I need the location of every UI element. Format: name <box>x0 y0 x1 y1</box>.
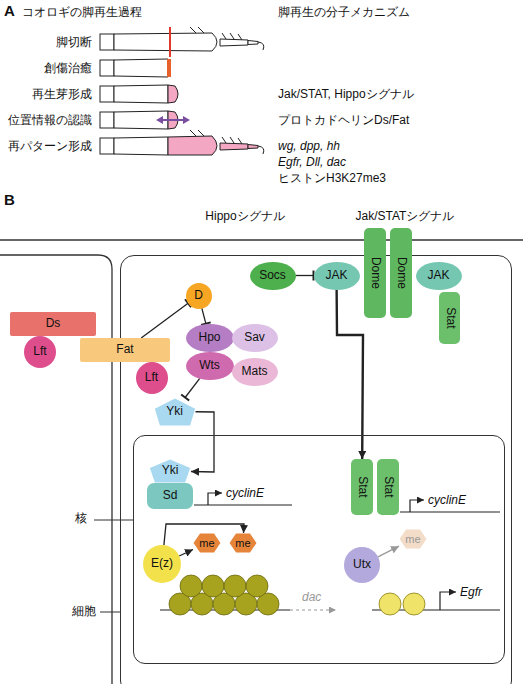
shape-fill <box>230 533 257 552</box>
annotation-text: 脚切断 <box>56 35 92 49</box>
activation-arrow <box>337 290 363 460</box>
protein-bar: Stat <box>439 292 461 344</box>
annotation-text: 再生芽形成 <box>32 87 92 101</box>
leader-lines <box>94 520 133 612</box>
protein-pentagon: Yki <box>154 398 196 426</box>
protein-ellipse: JAK <box>314 262 360 290</box>
annotation-text: cyclinE <box>226 486 264 500</box>
protein-name: Stat <box>443 307 457 328</box>
protein-bar: Stat <box>351 459 373 515</box>
annotation-text: Hippoシグナル <box>205 209 284 223</box>
nucleus-outline: 核YkiSdStatStatE(z)memeUtxme <box>133 435 505 664</box>
shape-fill <box>194 533 221 552</box>
protein-pentagon: Yki <box>149 459 191 483</box>
annotation-text: Egfr <box>460 585 482 599</box>
protein-name: Sav <box>244 331 265 345</box>
protein-name: me <box>405 533 420 546</box>
protein-name: Wts <box>199 359 220 373</box>
cell-outline: 細胞LftDHpoSavWtsMatsYkiSocsJAKDomeDomeJAK… <box>120 255 512 684</box>
panel-letter: A <box>4 2 15 20</box>
protein-ellipse: JAK <box>416 262 462 290</box>
protein-box: Sd <box>147 483 193 509</box>
shape-fill <box>400 529 427 548</box>
shape-fill <box>154 398 194 425</box>
protein-ellipse: Wts <box>186 352 234 380</box>
protein-ellipse: Hpo <box>186 324 234 352</box>
protein-name: JAK <box>427 269 449 283</box>
panel-letter: B <box>4 191 15 209</box>
protein-name: Stat <box>381 476 395 497</box>
protein-ellipse: Mats <box>232 358 278 386</box>
nucleosomes <box>169 575 279 615</box>
protein-name: Mats <box>241 365 267 379</box>
protein-name: Utx <box>353 558 371 572</box>
annotation-text: コオロギの脚再生過程 <box>22 5 142 19</box>
receptor-bar: Dome <box>364 228 386 318</box>
methyl-hexagon: me <box>229 533 257 553</box>
gene-drawings <box>160 493 500 610</box>
annotation-text: Jak/STATシグナル <box>356 209 455 223</box>
protein-bar: Stat <box>377 459 399 515</box>
protein-circle: D <box>186 283 212 309</box>
protein-box: Fat <box>80 338 170 362</box>
annotation-text: 脚再生の分子メカニズム <box>278 5 410 19</box>
protein-circle: Lft <box>136 362 168 394</box>
annotation-text: cyclinE <box>428 493 466 507</box>
protein-name: me <box>199 537 214 550</box>
inhibition-line <box>141 303 188 338</box>
protein-name: Yki <box>166 405 183 419</box>
protein-circle: Utx <box>344 547 380 583</box>
protein-name: Dome <box>368 256 382 288</box>
protein-ellipse: Socs <box>250 262 296 290</box>
protein-name: D <box>194 289 203 303</box>
protein-name: Lft <box>33 345 46 359</box>
methyl-hexagon: me <box>399 529 427 549</box>
region-label: 細胞 <box>72 605 96 619</box>
annotation-text: dac <box>302 590 321 604</box>
region-label: 核 <box>75 512 87 526</box>
methyl-hexagon: me <box>193 533 221 553</box>
protein-name: Yki <box>162 464 179 478</box>
activation-arrow <box>191 412 214 472</box>
protein-circle: E(z) <box>143 545 181 583</box>
activation-arrow <box>378 546 399 557</box>
protein-name: me <box>235 537 250 550</box>
inhibition-line <box>202 308 206 324</box>
nucleosomes <box>379 593 425 615</box>
protein-ellipse: Sav <box>232 324 278 352</box>
inhibition-line <box>296 275 314 276</box>
protein-name: Ds <box>46 317 61 331</box>
shape-fill <box>150 459 190 482</box>
cell-membranes <box>0 240 523 684</box>
protein-name: Fat <box>116 343 133 357</box>
annotation-text: プロトカドヘリンDs/Fat <box>278 113 409 127</box>
inhibition-line <box>185 378 200 397</box>
annotation-text: ヒストンH3K27me3 <box>278 171 386 185</box>
protein-name: Dome <box>394 256 408 288</box>
receptor-bar: Dome <box>390 228 412 318</box>
annotation-text: Jak/STAT, Hippoシグナル <box>278 87 414 101</box>
protein-circle: Lft <box>24 336 56 368</box>
leg-drawing <box>100 27 264 155</box>
protein-name: Sd <box>163 489 178 503</box>
protein-name: JAK <box>325 269 347 283</box>
protein-name: Lft <box>145 371 158 385</box>
annotation-text: Egfr, Dll, dac <box>278 155 346 169</box>
annotation-text: 創傷治癒 <box>44 61 92 75</box>
protein-box: Ds <box>10 312 96 336</box>
activation-arrow <box>179 550 193 556</box>
protein-name: Stat <box>355 476 369 497</box>
protein-name: Socs <box>259 269 286 283</box>
protein-name: E(z) <box>151 557 173 571</box>
protein-name: Hpo <box>198 331 220 345</box>
annotation-text: wg, dpp, hh <box>278 139 340 153</box>
annotation-text: 位置情報の認識 <box>8 113 92 127</box>
annotation-text: 再パターン形成 <box>8 139 92 153</box>
